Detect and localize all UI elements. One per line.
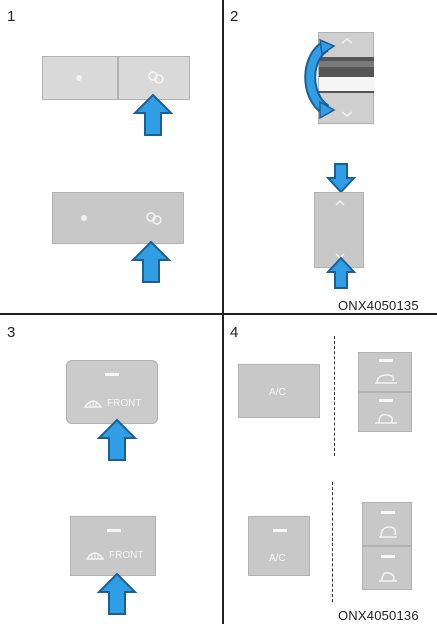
fan-icon <box>148 71 164 84</box>
arrow-icon <box>132 93 174 136</box>
dot-icon <box>76 75 82 81</box>
horizontal-divider <box>0 313 437 315</box>
dashed-divider-top <box>334 336 335 456</box>
arrow-icon <box>325 256 357 289</box>
fresh-air-icon <box>379 571 397 582</box>
panel-1-bottom-button <box>52 192 184 244</box>
fresh-air-button-top <box>358 392 412 432</box>
front-defrost-button-top: FRONT <box>66 360 158 424</box>
figure-code-2: ONX4050136 <box>338 608 419 623</box>
recirc-button-bottom <box>362 502 412 546</box>
ac-button-top: A/C <box>238 364 320 418</box>
dial-slot <box>319 57 374 93</box>
arrow-icon <box>96 572 138 615</box>
indicator-light <box>273 529 287 532</box>
fresh-air-button-bottom <box>362 546 412 590</box>
indicator-light <box>379 399 393 402</box>
front-label: FRONT <box>109 550 144 561</box>
recirculation-icon <box>375 374 397 384</box>
figure-code-1: ONX4050135 <box>338 298 419 313</box>
fresh-air-icon <box>375 413 397 424</box>
ac-label: A/C <box>269 553 286 564</box>
fan-icon <box>146 212 162 225</box>
rotate-arrow-icon <box>304 38 336 120</box>
defrost-icon <box>85 552 105 560</box>
dot-icon <box>81 215 87 221</box>
vertical-divider <box>222 0 224 624</box>
arrow-down-icon <box>325 163 357 194</box>
dashed-divider-bottom <box>332 482 333 602</box>
panel-3-number: 3 <box>7 324 16 341</box>
ac-button-bottom: A/C <box>248 516 310 576</box>
panel-1-top-button-left <box>42 56 118 100</box>
panel-1-number: 1 <box>7 8 16 25</box>
chevron-up-icon <box>335 199 345 206</box>
arrow-icon <box>130 240 172 283</box>
ac-label: A/C <box>269 387 286 398</box>
front-label: FRONT <box>107 398 142 409</box>
panel-2-number: 2 <box>230 8 239 25</box>
indicator-light <box>381 555 395 558</box>
defrost-icon <box>83 400 103 408</box>
arrow-icon <box>96 418 138 461</box>
chevron-down-icon <box>341 111 353 117</box>
indicator-light <box>105 373 119 376</box>
panel-4-number: 4 <box>230 324 239 341</box>
indicator-light <box>107 529 121 532</box>
recirculation-icon <box>379 526 397 538</box>
panel-1-top-button-right <box>118 56 190 100</box>
indicator-light <box>381 511 395 514</box>
recirc-button-top <box>358 352 412 392</box>
indicator-light <box>379 359 393 362</box>
front-defrost-button-bottom: FRONT <box>70 516 156 576</box>
chevron-up-icon <box>341 38 353 44</box>
